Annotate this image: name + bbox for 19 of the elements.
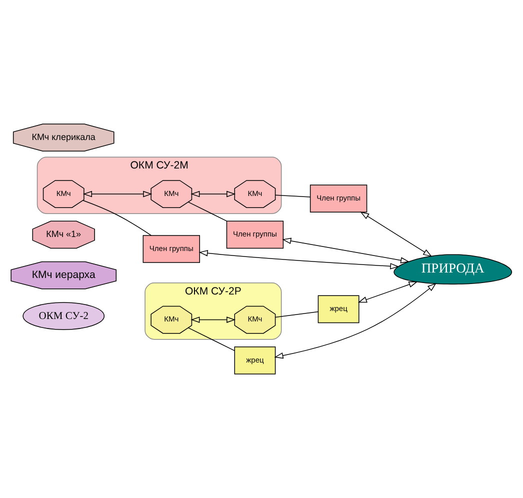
connector	[188, 202, 228, 222]
node-box: Член группы	[310, 184, 368, 212]
node-ellipse: ОКМ СУ-2	[22, 302, 105, 330]
connector	[275, 311, 318, 318]
node-box: Член группы	[142, 235, 200, 263]
connector	[188, 327, 235, 352]
arrow	[360, 212, 432, 257]
connector	[275, 194, 311, 198]
arrow	[82, 190, 152, 198]
arrow	[190, 190, 236, 198]
connector	[82, 200, 152, 236]
arrow	[358, 281, 418, 303]
arrow	[282, 238, 410, 264]
arrow	[190, 316, 236, 323]
node-box: жрец	[318, 295, 360, 324]
node-box: жрец	[234, 346, 276, 374]
arrow	[198, 250, 400, 270]
node-box: Член группы	[226, 220, 284, 249]
arrow	[274, 282, 436, 359]
